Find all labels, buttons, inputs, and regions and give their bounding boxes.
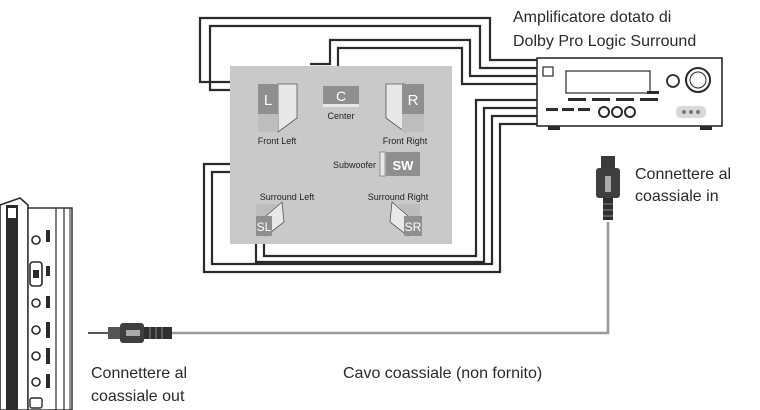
front-right-caption: Front Right — [383, 136, 428, 146]
connect-out-label-line2: coassiale out — [91, 388, 185, 405]
speaker-surround-left: Surround Left SL — [256, 192, 315, 237]
cable-label: Cavo coassiale (non fornito) — [343, 365, 542, 382]
connect-in-label-line1: Connettere al — [635, 166, 731, 183]
speaker-subwoofer: SW Subwoofer — [333, 151, 420, 177]
front-left-letter: L — [264, 92, 272, 109]
amplifier — [536, 57, 723, 130]
coaxial-plug-out — [88, 323, 172, 343]
center-caption: Center — [327, 111, 354, 121]
amplifier-display — [565, 70, 651, 94]
front-left-caption: Front Left — [258, 136, 297, 146]
center-letter: C — [336, 88, 346, 104]
connect-out-label-line1: Connettere al — [91, 365, 187, 382]
coaxial-cable — [172, 222, 610, 335]
surround-right-caption: Surround Right — [368, 192, 429, 202]
subwoofer-letter: SW — [393, 158, 415, 173]
surround-left-letter: SL — [257, 220, 272, 234]
connect-in-label-line2: coassiale in — [635, 188, 719, 205]
amplifier-label-line1: Amplificatore dotato di — [513, 9, 671, 26]
coaxial-plug-in — [596, 156, 620, 220]
surround-left-caption: Surround Left — [260, 192, 315, 202]
speaker-front-right: R Front Right — [383, 83, 428, 146]
front-right-letter: R — [408, 92, 419, 109]
surround-right-letter: SR — [405, 220, 422, 234]
speaker-surround-right: Surround Right SR — [368, 192, 429, 237]
speaker-front-left: L Front Left — [258, 83, 298, 146]
amplifier-small-knob — [666, 74, 680, 88]
subwoofer-caption: Subwoofer — [333, 160, 376, 170]
speaker-center: C Center — [323, 86, 359, 121]
portable-player — [0, 197, 73, 410]
amplifier-label-line2: Dolby Pro Logic Surround — [513, 33, 696, 50]
